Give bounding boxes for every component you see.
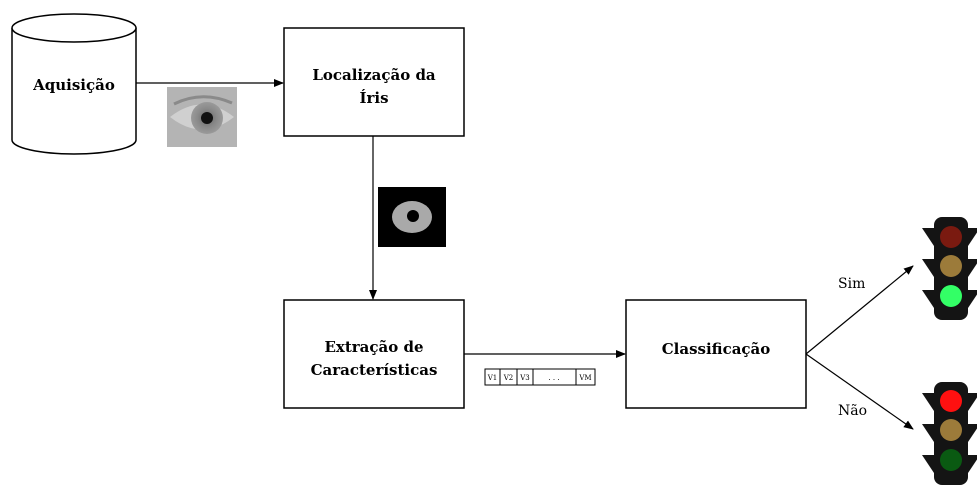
- iris-localization-node: Localização da Íris: [283, 27, 465, 137]
- branch-yes-label: Sim: [838, 276, 865, 292]
- feature-vector: V1 V2 V3 . . . VM: [484, 368, 596, 386]
- vector-ellipsis: . . .: [548, 374, 559, 382]
- acquisition-label: Aquisição: [32, 76, 115, 94]
- vector-cell-3: V3: [519, 374, 530, 382]
- acquisition-database-node: Aquisição: [11, 13, 137, 155]
- traffic-light-reject-icon: [922, 382, 977, 485]
- light-amber: [940, 419, 962, 441]
- localization-label-line1: Localização da: [312, 66, 436, 84]
- light-green-on: [940, 285, 962, 307]
- light-red-on: [940, 390, 962, 412]
- arrow-to-reject: [805, 353, 914, 430]
- vector-cell-1: V1: [487, 374, 498, 382]
- eye-image-thumbnail: [167, 87, 237, 147]
- traffic-light-accept-icon: [922, 217, 977, 320]
- classification-node: Classificação: [625, 299, 807, 409]
- localization-label-line2: Íris: [359, 89, 388, 107]
- vector-cell-last: VM: [578, 374, 591, 382]
- extraction-label-line2: Características: [311, 361, 438, 379]
- light-green-off: [940, 449, 962, 471]
- light-red-off: [940, 226, 962, 248]
- classification-label: Classificação: [662, 340, 771, 358]
- arrow-to-accept: [805, 265, 914, 355]
- vector-cell-2: V2: [503, 374, 514, 382]
- branch-no-label: Não: [838, 403, 867, 419]
- feature-extraction-node: Extração de Características: [283, 299, 465, 409]
- light-amber: [940, 255, 962, 277]
- segmented-iris-thumbnail: [378, 187, 446, 247]
- extraction-label-line1: Extração de: [324, 338, 423, 356]
